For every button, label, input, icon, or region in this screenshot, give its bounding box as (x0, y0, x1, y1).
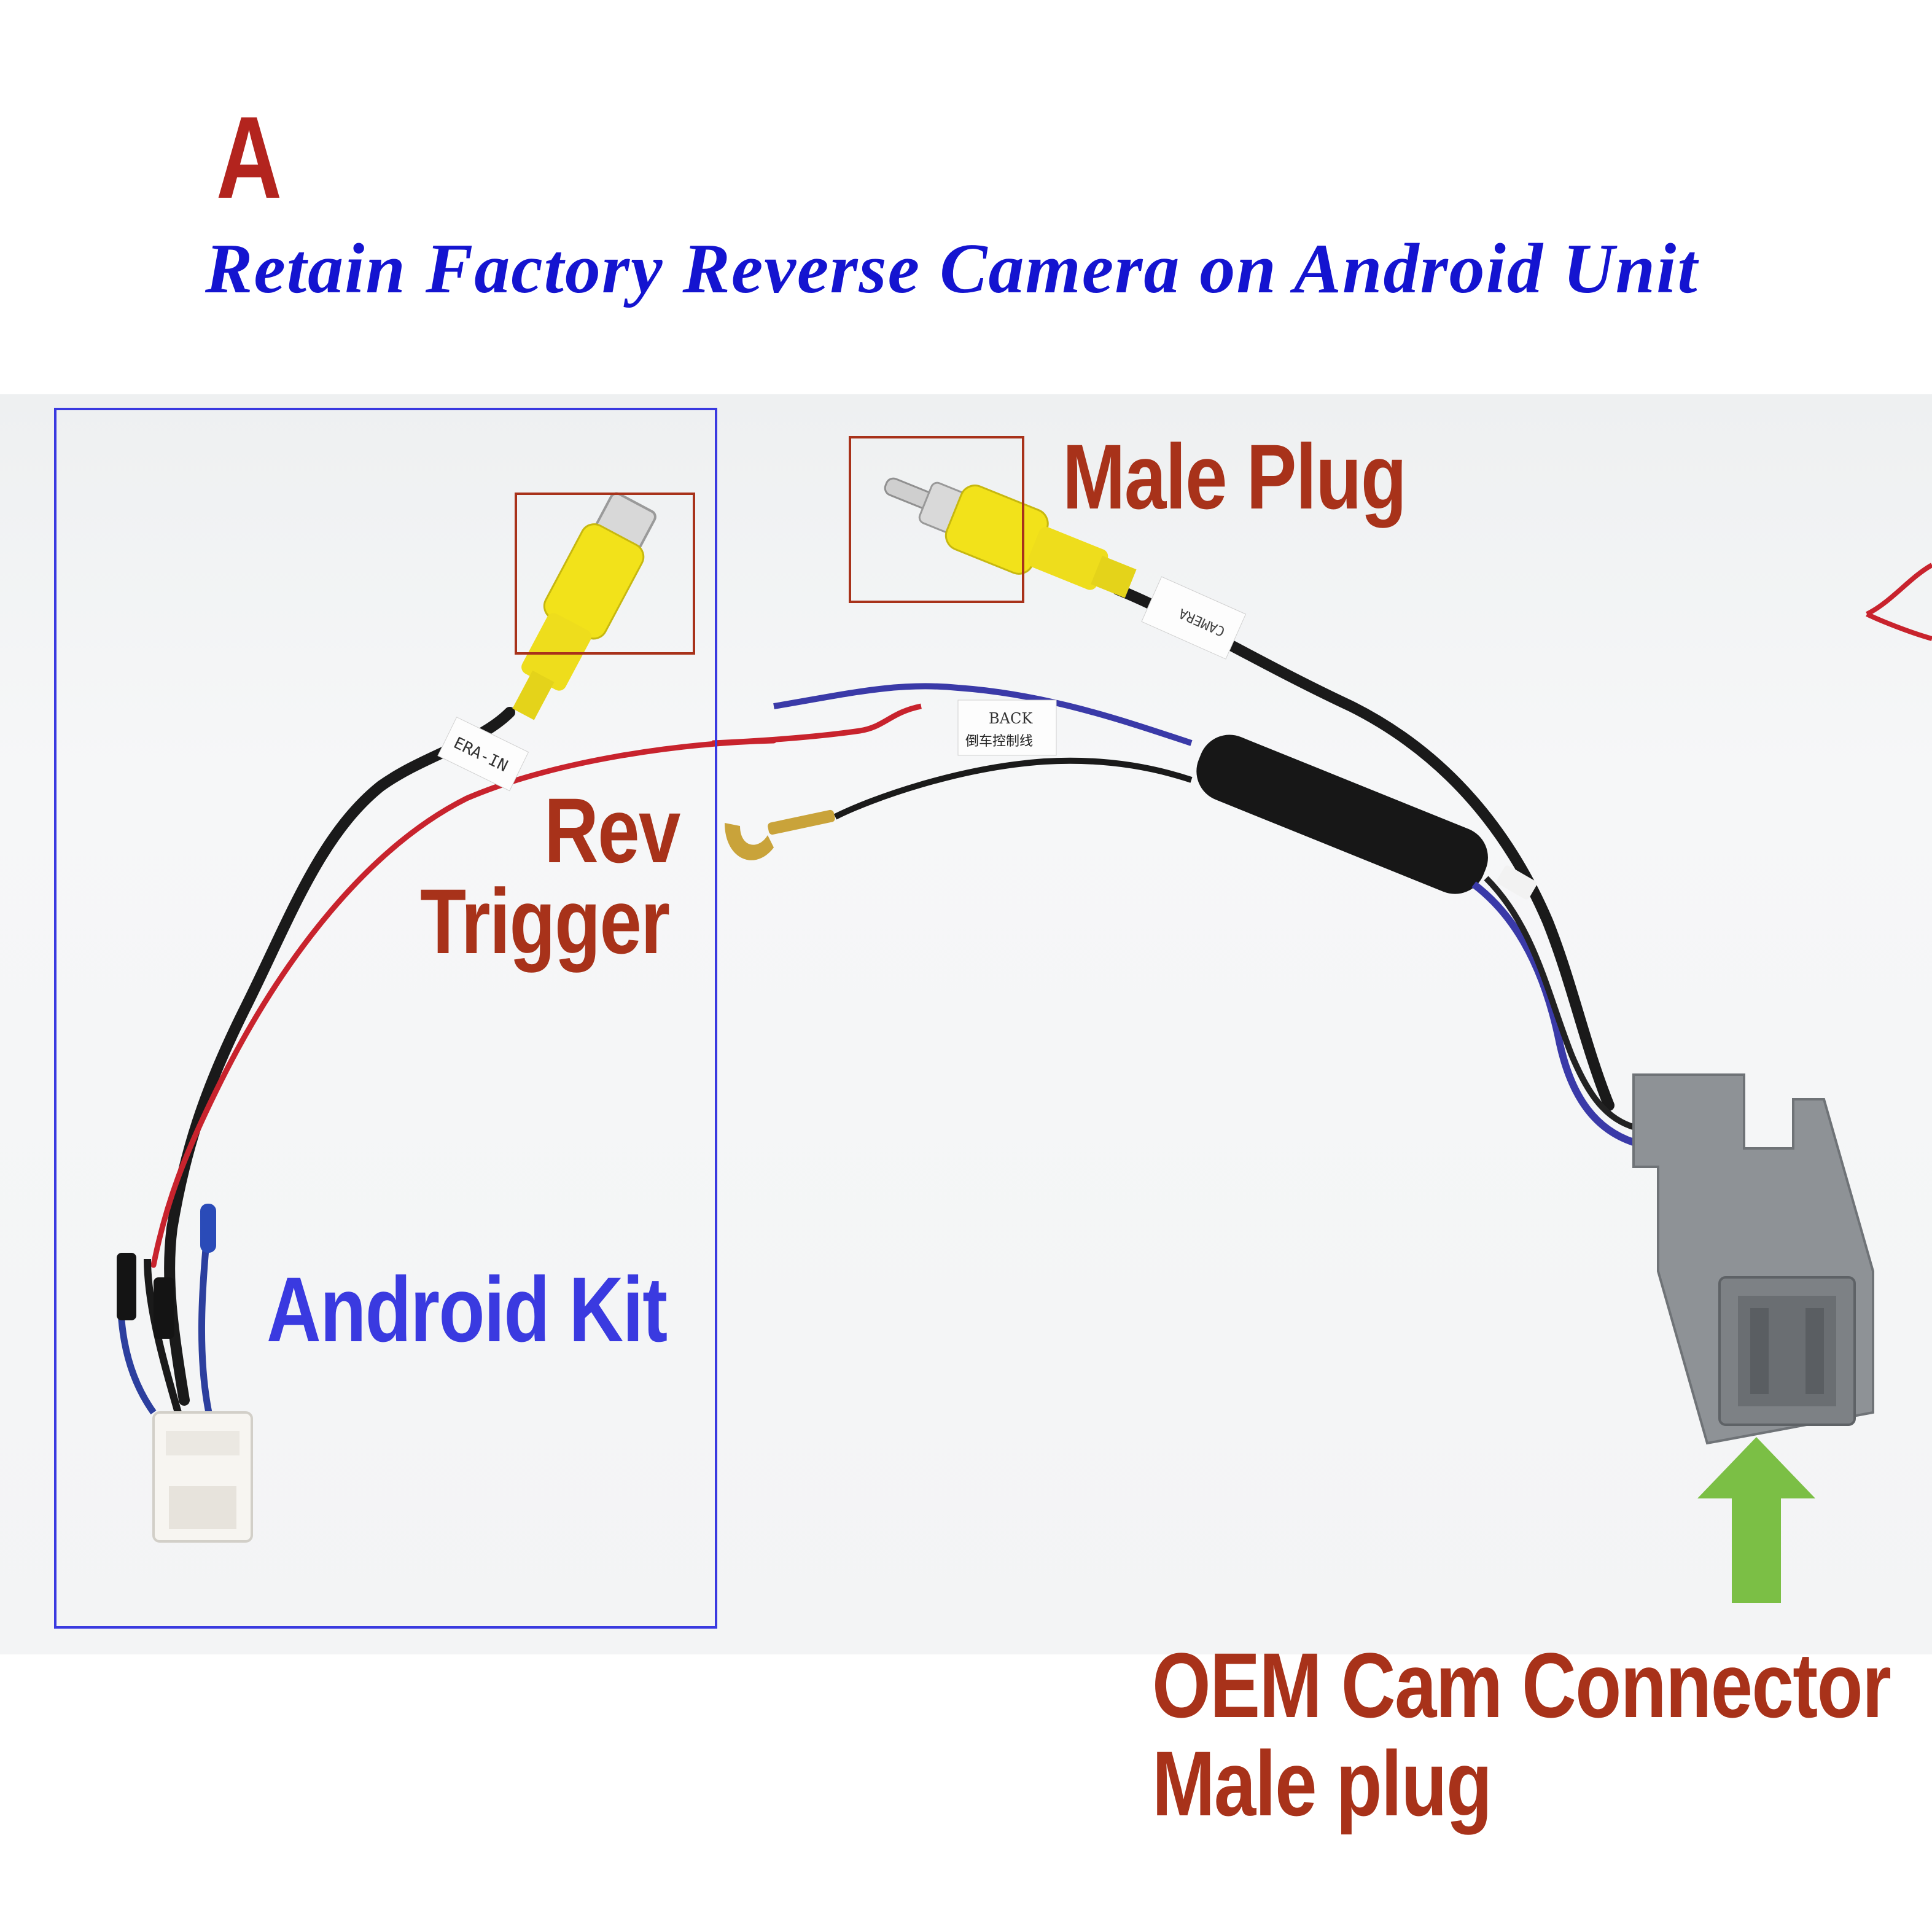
section-letter: A (216, 93, 282, 223)
rev-callout: Rev (544, 779, 680, 882)
heatshrink-sleeve-2 (154, 1277, 174, 1339)
cable-zip-tie (1497, 865, 1537, 900)
purple-wire-bundle (1471, 881, 1635, 1146)
cable-tag-back (957, 699, 1057, 756)
oem-grey-connector (1632, 1073, 1874, 1445)
cable-tag-camera: CAMERA (1141, 576, 1247, 660)
cable-tag-camera-in: ERA-IN (437, 717, 529, 792)
back-tag-text: BACK (989, 710, 1033, 727)
arrow-up-icon (1697, 1437, 1815, 1603)
male-rca-highlight-box (849, 436, 1024, 603)
back-tag-chinese-text: 倒车控制线 (965, 734, 1033, 749)
android-kit-callout: Android Kit (267, 1258, 668, 1361)
red-trigger-wire-right (712, 703, 922, 746)
heatshrink-sleeve-1 (117, 1253, 136, 1320)
ground-spade-terminal (725, 809, 835, 860)
female-rca-highlight-box (515, 493, 695, 655)
inline-filter-module (1196, 734, 1488, 894)
purple-back-wire (773, 683, 1193, 746)
blue-wire-cap (200, 1204, 216, 1253)
red-wire-edge (1866, 563, 1932, 617)
oem-connector-callout-line1: OEM Cam Connector (1152, 1634, 1891, 1737)
oem-connector-callout-line2: Male plug (1152, 1732, 1492, 1835)
black-ground-wire (833, 757, 1193, 820)
male-plug-callout: Male Plug (1062, 425, 1407, 528)
trigger-callout: Trigger (420, 870, 670, 973)
black-video-cable-left (164, 707, 515, 1406)
male-rca-plug (884, 477, 1137, 598)
android-kit-box (54, 408, 717, 1629)
page-title: Retain Factory Reverse Camera on Android… (205, 230, 1699, 308)
red-trigger-wire (150, 738, 777, 1268)
female-rca-jack (512, 492, 656, 720)
photo-background (0, 394, 1932, 1654)
